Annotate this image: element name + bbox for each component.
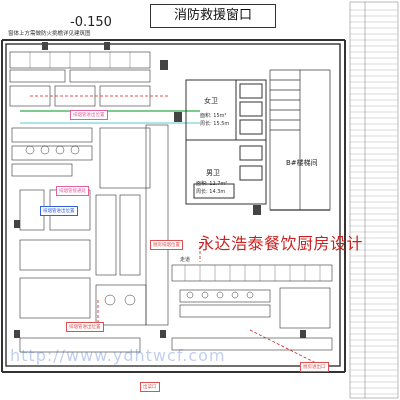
annotation-smoke-entry-3: 排烟管进出位置 [66,322,104,332]
building-walls [1,39,346,373]
female-restroom-area: 面积: 15m² [200,113,227,119]
fire-rescue-window-label: 消防救援窗口 [150,4,276,28]
kitchen-equipment [9,51,333,353]
stairwell-label: B#楼梯间 [286,159,318,167]
elevation-label: -0.150 [70,15,112,30]
male-restroom-perimeter: 周长: 14.3m [196,189,226,195]
annotation-serving-window: 出菜口 [140,382,160,392]
burners [25,145,254,306]
structural-columns [14,42,306,338]
company-watermark: 永达浩泰餐饮厨房设计 [198,234,364,253]
annotation-smoke-entry-1: 排烟管进出位置 [70,110,108,120]
female-restroom-perimeter: 周长: 15.5m [200,121,230,127]
url-watermark: http://www.ydhtwcf.com [10,346,226,365]
annotation-kitchen-entrance: 厨房进出口 [300,362,329,372]
male-restroom-label: 男卫 [206,169,220,177]
walkway-label: 走道 [180,257,191,263]
fire-canopy-note: 窗体上方需做防火挑檐详见建筑图 [8,31,91,37]
schedule-table [349,1,399,399]
annotation-smoke-entry-2: 排烟管进出位置 [40,206,78,216]
schedule-table-rows [350,9,398,395]
male-restroom-area: 面积: 12.7m² [196,181,228,187]
equipment-grid-marks [29,52,321,281]
female-restroom-label: 女卫 [204,97,218,105]
annotation-kitchen-smoke: 厨房排烟位置 [150,240,183,250]
stair-block [269,69,331,211]
annotation-smoke-connection: 排烟管接通处 [56,186,89,196]
restroom-block [185,79,267,205]
